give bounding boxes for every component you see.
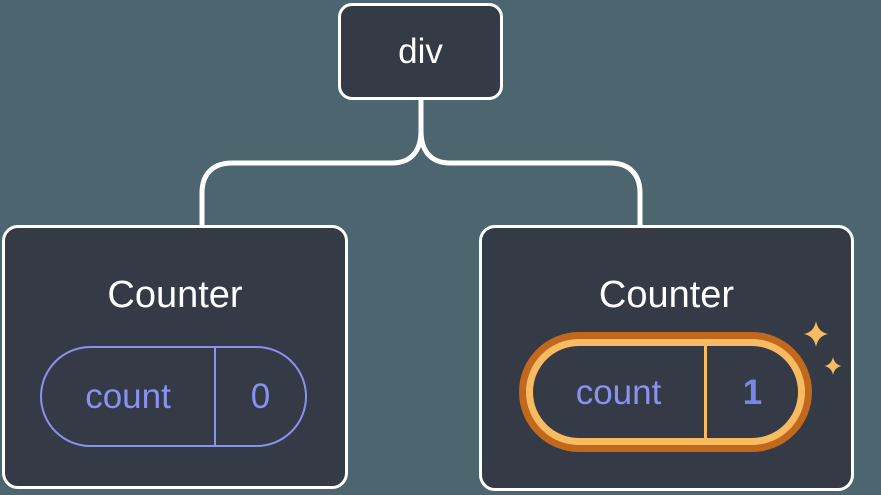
state-pill: count 0 [40,346,307,447]
root-node-label: div [398,32,443,71]
counter-card-left: Counter count 0 [2,225,348,489]
root-node: div [338,3,503,100]
counter-title: Counter [598,274,735,316]
sparkle-icon [804,321,842,375]
counter-card-right: Counter count 1 [479,225,854,491]
state-key-label: count [42,348,216,445]
state-pill-highlight-ring-outer: count 1 [519,332,812,452]
sparkle-large [804,321,828,347]
connector-branch-left [199,128,424,228]
state-value: 0 [250,377,271,416]
state-value: 1 [742,372,763,412]
state-pill: count 1 [533,346,798,438]
counter-title: Counter [107,274,243,316]
state-key-label: count [533,346,707,438]
state-pill-highlight-ring-inner: count 1 [526,339,805,445]
sparkle-small [824,357,842,375]
connector-branch-right [418,128,643,228]
